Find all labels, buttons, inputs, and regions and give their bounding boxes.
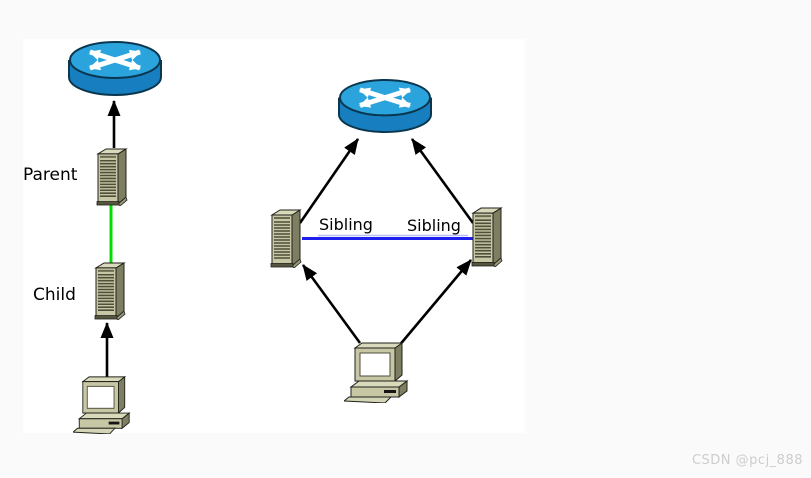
watermark: CSDN @pcj_888 [691, 453, 803, 468]
left-router-icon [68, 41, 162, 96]
sibling-right-server-icon [471, 207, 503, 267]
parent-label: Parent [23, 165, 78, 185]
right-router-icon [338, 78, 432, 134]
sibling-right-label: Sibling [407, 216, 461, 235]
edge-workstation-to-sibling-left [301, 264, 362, 344]
child-label: Child [33, 285, 76, 305]
sibling-left-server-icon [270, 209, 302, 268]
right-workstation-icon [344, 342, 409, 403]
parent-server-icon [96, 148, 128, 206]
edge-workstation-to-sibling-right [397, 259, 472, 348]
edge-sibling-right-to-router [410, 138, 475, 224]
edge-sibling-left-to-router [298, 138, 360, 224]
sibling-left-label: Sibling [319, 215, 373, 234]
left-workstation-icon [73, 375, 131, 434]
child-server-icon [94, 262, 126, 320]
